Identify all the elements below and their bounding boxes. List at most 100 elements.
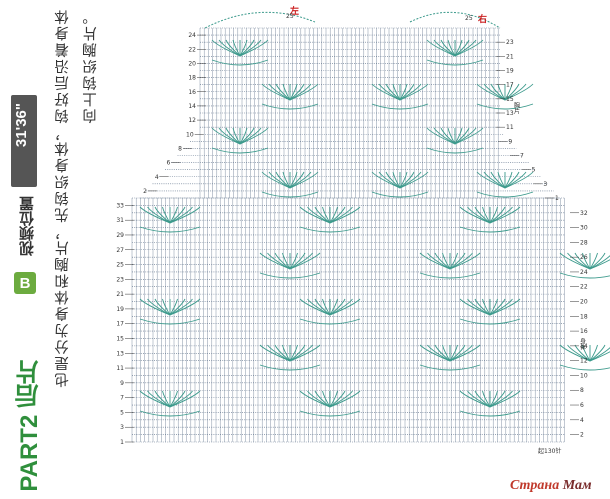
fan-stroke (378, 83, 401, 101)
fan-base (211, 147, 269, 154)
fan-stroke (289, 252, 306, 270)
fan-stroke (489, 206, 498, 224)
fan-stroke (467, 390, 491, 408)
stitch-count-label: 起130针 (538, 447, 561, 455)
chest-fan-motif (371, 171, 429, 198)
fan-stroke (459, 206, 491, 224)
fan-stroke (589, 344, 606, 362)
fan-stroke (440, 127, 456, 145)
fan-stroke (307, 390, 331, 408)
row-labels: 1357911131517192123252729313324681012141… (116, 32, 587, 446)
body-right-row-label: 26 (580, 254, 588, 261)
body-fan-motif (459, 206, 521, 233)
chest-top-mark-right: 25 (465, 15, 473, 22)
left-label: 左 (289, 5, 299, 17)
fan-stroke (467, 298, 491, 316)
fan-stroke (289, 83, 305, 101)
part-title-text: 后片 (16, 360, 43, 408)
chest-left-row-label: 16 (188, 89, 196, 96)
chest-grid (140, 11, 560, 199)
chest-left-row-label: 8 (178, 145, 182, 152)
fan-stroke (162, 298, 171, 316)
fan-stroke (504, 171, 513, 189)
body-fan-motif (299, 298, 361, 325)
fan-stroke (329, 390, 346, 408)
fan-stroke (399, 171, 408, 189)
body-left-row-label: 7 (120, 395, 124, 402)
pattern-motifs (139, 39, 610, 417)
chest-right-row-label: 1 (555, 195, 559, 202)
fan-stroke (489, 390, 521, 408)
body-right-row-label: 8 (580, 387, 584, 394)
fan-stroke (449, 252, 473, 270)
fan-stroke (459, 298, 491, 316)
chest-fan-motif (476, 171, 534, 198)
chest-left-row-label: 22 (188, 46, 196, 53)
fan-base (371, 191, 429, 198)
body-fan-motif (419, 252, 481, 279)
fan-stroke (239, 127, 248, 145)
fan-stroke (169, 390, 201, 408)
fan-stroke (268, 171, 291, 189)
fan-stroke (419, 252, 451, 270)
fan-stroke (504, 83, 513, 101)
fan-stroke (282, 252, 291, 270)
fan-stroke (434, 252, 451, 270)
fan-stroke (211, 39, 241, 57)
chest-fan-motif (261, 83, 319, 110)
fan-stroke (504, 171, 534, 189)
fan-stroke (329, 206, 346, 224)
fan-stroke (440, 39, 456, 57)
fan-stroke (211, 127, 241, 145)
fan-stroke (289, 171, 298, 189)
fan-stroke (289, 252, 298, 270)
body-right-row-label: 4 (580, 417, 584, 424)
fan-stroke (169, 390, 193, 408)
fan-stroke (589, 344, 598, 362)
fan-stroke (329, 390, 338, 408)
fan-stroke (449, 252, 466, 270)
fan-base (559, 272, 610, 279)
chest-left-row-label: 2 (143, 188, 147, 195)
fan-stroke (289, 171, 305, 189)
body-right-row-label: 24 (580, 269, 588, 276)
fan-stroke (218, 39, 241, 57)
fan-stroke (322, 390, 331, 408)
fan-stroke (447, 39, 456, 57)
body-left-row-label: 21 (116, 291, 124, 298)
fan-stroke (329, 390, 361, 408)
fan-stroke (399, 171, 415, 189)
fan-stroke (385, 171, 401, 189)
fan-stroke (474, 206, 491, 224)
fan-stroke (154, 298, 171, 316)
fan-stroke (169, 206, 201, 224)
fan-stroke (449, 344, 458, 362)
fan-stroke (162, 390, 171, 408)
fan-stroke (239, 39, 248, 57)
fan-stroke (169, 390, 186, 408)
body-fan-motif (139, 206, 201, 233)
fan-stroke (169, 298, 201, 316)
body-right-row-label: 22 (580, 284, 588, 291)
body-fan-motif (459, 390, 521, 417)
body-left-row-label: 13 (116, 350, 124, 357)
body-left-row-label: 1 (120, 439, 124, 446)
fan-stroke (433, 39, 456, 57)
chest-fan-motif (261, 171, 319, 198)
fan-stroke (147, 206, 171, 224)
fan-base (261, 191, 319, 198)
fan-stroke (454, 127, 470, 145)
chest-top-mark-left: 25 (286, 13, 294, 20)
fan-stroke (261, 171, 291, 189)
fan-base (211, 59, 269, 66)
fan-stroke (314, 390, 331, 408)
fan-stroke (154, 390, 171, 408)
fan-stroke (489, 390, 506, 408)
fan-base (476, 191, 534, 198)
body-left-row-label: 15 (116, 335, 124, 342)
chest-right-row-label: 15 (506, 96, 514, 103)
right-label: 右 (477, 13, 487, 25)
fan-stroke (454, 39, 484, 57)
fan-base (299, 318, 361, 325)
fan-stroke (322, 298, 331, 316)
